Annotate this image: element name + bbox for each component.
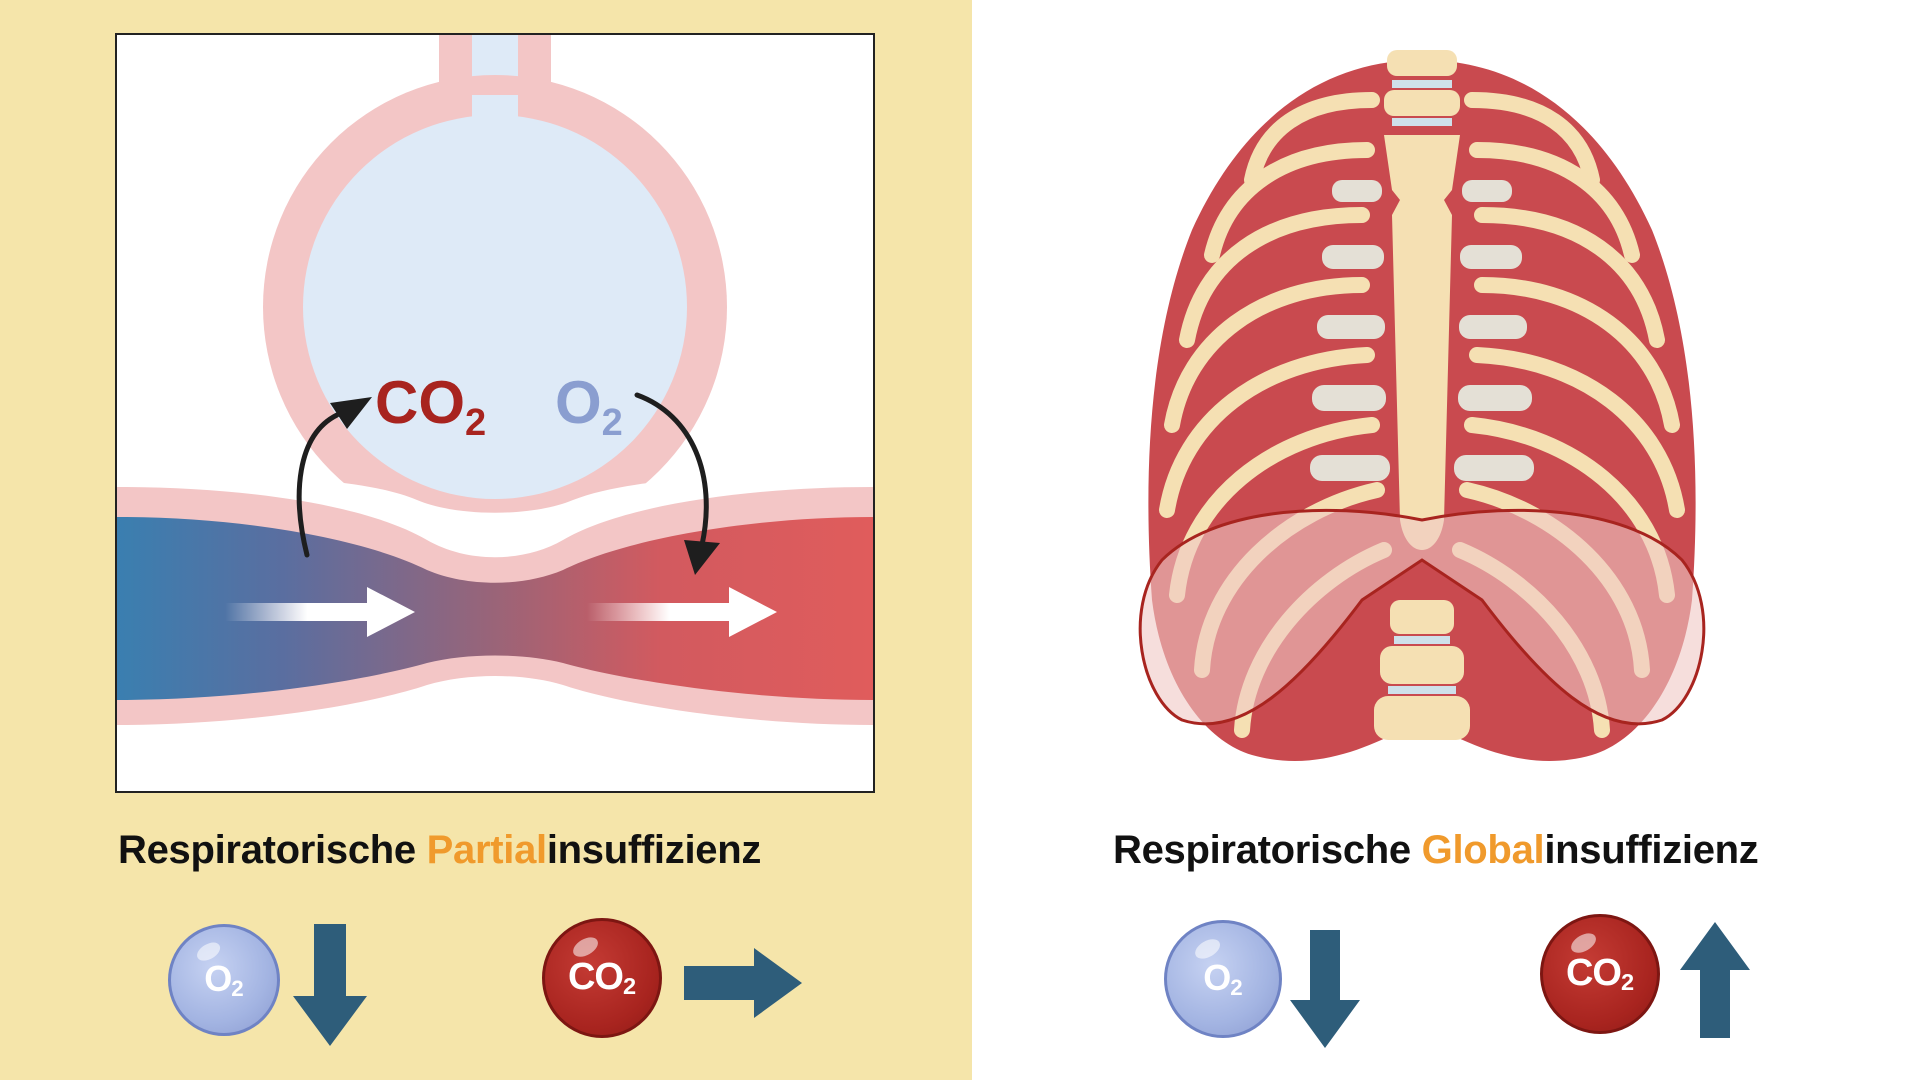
co2-arrowhead bbox=[330, 397, 372, 429]
costal-cartilages bbox=[1310, 180, 1534, 481]
o2-diffusion-arrow bbox=[634, 392, 709, 548]
title-suffix: insuffizienz bbox=[1544, 828, 1759, 872]
gas-exchange-diagram: CO2 O2 bbox=[115, 33, 875, 793]
blood-flow-arrow-right bbox=[587, 587, 777, 637]
partial-insufficiency-title: Respiratorische Partialinsuffizienz bbox=[118, 828, 761, 873]
title-prefix: Respiratorische bbox=[1113, 828, 1422, 872]
co2-increased-arrow-icon bbox=[1680, 922, 1750, 1038]
co2-molecule-icon: CO2 bbox=[1540, 914, 1660, 1034]
partial-insufficiency-panel: CO2 O2 Respiratorische Partialinsuffizie… bbox=[0, 0, 972, 1080]
lumbar-vertebrae bbox=[1374, 600, 1470, 740]
co2-diffusion-arrow bbox=[296, 412, 340, 558]
global-insufficiency-panel: Respiratorische Globalinsuffizienz O2 CO… bbox=[972, 0, 1920, 1080]
diaphragm bbox=[1138, 508, 1706, 726]
title-suffix: insuffizienz bbox=[546, 828, 762, 872]
o2-molecule-icon: O2 bbox=[168, 924, 280, 1036]
capillary-blood bbox=[117, 517, 873, 700]
title-highlight: Global bbox=[1421, 828, 1545, 872]
title-highlight: Partial bbox=[426, 828, 547, 872]
cervical-vertebrae bbox=[1384, 50, 1460, 126]
blood-flow-arrow-left bbox=[225, 587, 415, 637]
title-prefix: Respiratorische bbox=[118, 828, 427, 872]
alveolus-lumen bbox=[303, 115, 687, 499]
o2-molecule-icon: O2 bbox=[1164, 920, 1282, 1038]
o2-arrowhead bbox=[684, 540, 720, 575]
o2-decreased-arrow-icon bbox=[1290, 930, 1360, 1048]
co2-label: CO2 bbox=[375, 369, 486, 444]
o2-decreased-arrow-icon bbox=[293, 924, 367, 1046]
co2-molecule-icon: CO2 bbox=[542, 918, 662, 1038]
sternum bbox=[1384, 135, 1460, 550]
alveolus-capillary-illustration: CO2 O2 bbox=[117, 35, 873, 725]
o2-label: O2 bbox=[555, 369, 623, 444]
co2-unchanged-arrow-icon bbox=[684, 948, 802, 1018]
ribcage-illustration bbox=[1138, 50, 1706, 761]
global-insufficiency-title: Respiratorische Globalinsuffizienz bbox=[1113, 828, 1759, 873]
